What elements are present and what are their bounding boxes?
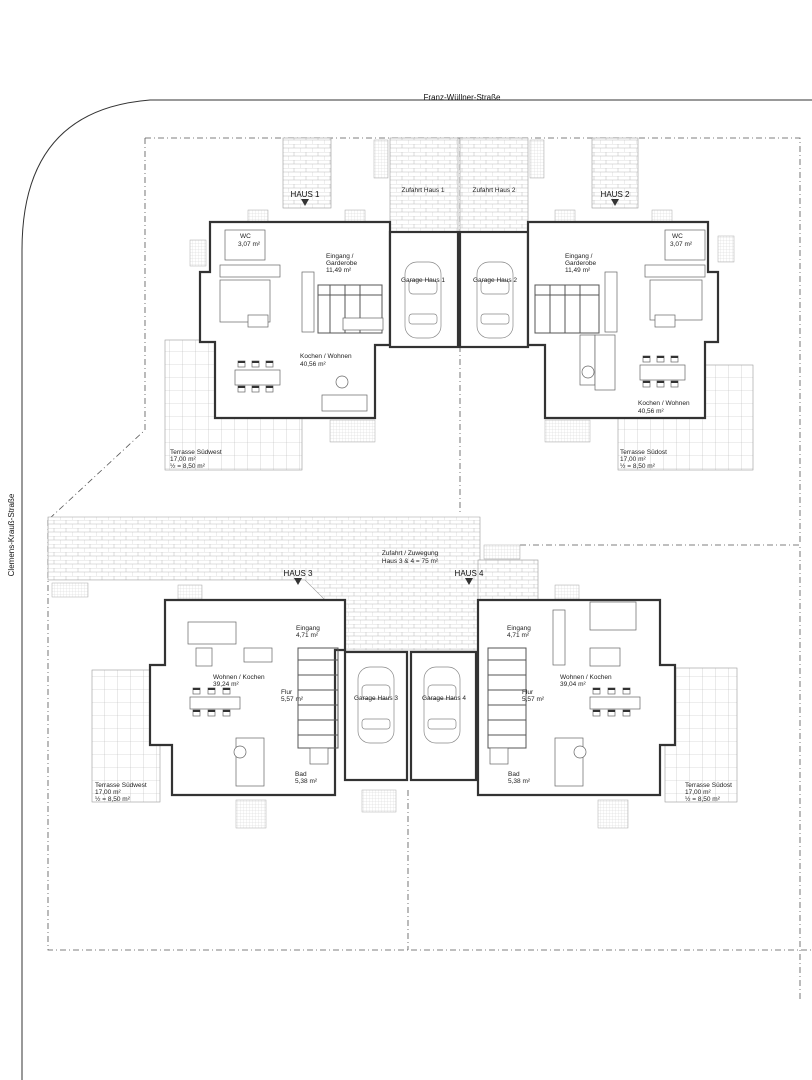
- room-hall-area-4: 5,57 m²: [522, 696, 545, 703]
- house-1: [198, 199, 392, 420]
- room-entry-area-3: 4,71 m²: [296, 632, 319, 639]
- garage-4: [409, 650, 478, 782]
- room-entry-3: Eingang: [296, 625, 320, 632]
- driveway-label-haus-34: Zufahrt / Zuwegung: [382, 550, 439, 557]
- house-4: [465, 578, 677, 797]
- house-label-3: HAUS 3: [284, 569, 313, 578]
- room-living-area-3: 39,24 m²: [213, 681, 239, 688]
- terrace-half-1: ½ = 8,50 m²: [170, 462, 206, 470]
- terrace-area-1: 17,00 m²: [170, 456, 196, 463]
- room-entry-area-2: 11,49 m²: [565, 267, 591, 274]
- garage-1: [388, 230, 460, 349]
- room-living-1: Kochen / Wohnen: [300, 353, 352, 360]
- room-hall-area-3: 5,57 m²: [281, 696, 304, 703]
- terrace-area-4: 17,00 m²: [685, 789, 711, 796]
- terrace-area-3: 17,00 m²: [95, 789, 121, 796]
- garage-label-1: Garage Haus 1: [401, 277, 445, 284]
- terrace-label-1: Terrasse Südwest: [170, 449, 222, 456]
- room-wc-area-1: 3,07 m²: [238, 241, 261, 248]
- room-hall-4: Flur: [522, 689, 534, 696]
- room-wc-2: WC: [672, 233, 683, 240]
- house-2: [526, 199, 720, 420]
- room-entry-1: Eingang /: [326, 253, 354, 260]
- room-wc-1: WC: [240, 233, 251, 240]
- entrance-marker-icon: [611, 199, 619, 206]
- room-living-area-1: 40,56 m²: [300, 361, 326, 368]
- garage-3: [343, 650, 409, 782]
- room-living-4: Wohnen / Kochen: [560, 674, 612, 681]
- paving-north: [189, 137, 735, 443]
- room-entry-area-1: 11,49 m²: [326, 267, 352, 274]
- room-bath-4: Bad: [508, 771, 520, 778]
- garage-label-2: Garage Haus 2: [473, 277, 517, 284]
- property-lines: [47, 137, 812, 1000]
- driveway-label-haus-2: Zufahrt Haus 2: [473, 187, 516, 194]
- garage-2: [458, 230, 530, 349]
- room-entry-2b: Garderobe: [565, 260, 596, 267]
- entrance-marker-icon: [301, 199, 309, 206]
- room-entry-area-4: 4,71 m²: [507, 632, 530, 639]
- room-entry-2: Eingang /: [565, 253, 593, 260]
- terrace-half-3: ½ = 8,50 m²: [95, 795, 131, 803]
- house-3: [148, 578, 347, 797]
- terrace-haus-4: [664, 667, 738, 803]
- house-label-4: HAUS 4: [455, 569, 484, 578]
- house-label-2: HAUS 2: [601, 190, 630, 199]
- street-outline: [21, 99, 812, 1080]
- street-label-west: Clemens-Krauß-Straße: [7, 493, 16, 576]
- garage-label-3: Garage Haus 3: [354, 695, 398, 702]
- room-hall-3: Flur: [281, 689, 293, 696]
- terrace-label-2: Terrasse Südost: [620, 449, 667, 456]
- garage-label-4: Garage Haus 4: [422, 695, 466, 702]
- room-living-3: Wohnen / Kochen: [213, 674, 265, 681]
- room-bath-area-3: 5,38 m²: [295, 778, 318, 785]
- room-bath-3: Bad: [295, 771, 307, 778]
- terrace-haus-3: [91, 669, 161, 803]
- driveway-area-haus-34: Haus 3 & 4 = 75 m²: [382, 558, 439, 565]
- terrace-area-2: 17,00 m²: [620, 456, 646, 463]
- street-label-north: Franz-Wüllner-Straße: [424, 93, 501, 102]
- room-entry-1b: Garderobe: [326, 260, 357, 267]
- room-living-2: Kochen / Wohnen: [638, 400, 690, 407]
- room-entry-4: Eingang: [507, 625, 531, 632]
- bin-area: [51, 582, 89, 598]
- entrance-marker-icon: [465, 578, 473, 585]
- terrace-label-4: Terrasse Südost: [685, 782, 732, 789]
- room-wc-area-2: 3,07 m²: [670, 241, 693, 248]
- room-bath-area-4: 5,38 m²: [508, 778, 531, 785]
- terrace-half-2: ½ = 8,50 m²: [620, 462, 656, 470]
- room-living-area-2: 40,56 m²: [638, 408, 664, 415]
- terrace-label-3: Terrasse Südwest: [95, 782, 147, 789]
- driveway-label-haus-1: Zufahrt Haus 1: [402, 187, 445, 194]
- entrance-marker-icon: [294, 578, 302, 585]
- room-living-area-4: 39,04 m²: [560, 681, 586, 688]
- house-label-1: HAUS 1: [291, 190, 320, 199]
- terrace-half-4: ½ = 8,50 m²: [685, 795, 721, 803]
